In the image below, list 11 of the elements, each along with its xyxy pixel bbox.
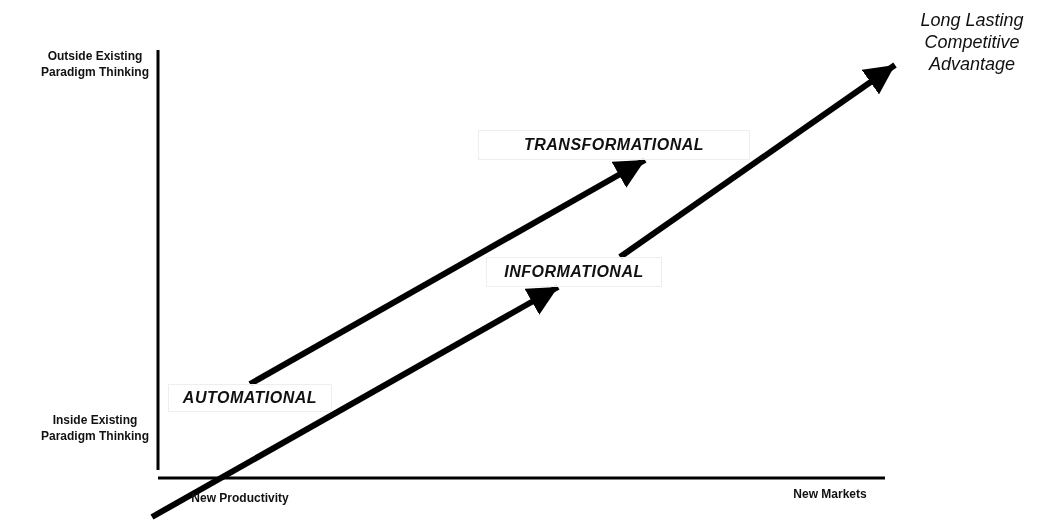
- axis-label: Outside Existing Paradigm Thinking: [40, 48, 150, 80]
- axis-label: New Markets: [792, 486, 868, 502]
- stage-label: TRANSFORMATIONAL: [478, 130, 750, 160]
- arrow: [150, 284, 560, 520]
- outcome-text: Long Lasting Competitive Advantage: [895, 2, 1049, 82]
- axis-label: Inside Existing Paradigm Thinking: [40, 412, 150, 444]
- stage-label: AUTOMATIONAL: [168, 384, 332, 412]
- axis-label: New Productivity: [190, 490, 290, 506]
- arrow: [248, 157, 647, 387]
- arrow: [618, 62, 897, 260]
- stage-label: INFORMATIONAL: [486, 257, 662, 287]
